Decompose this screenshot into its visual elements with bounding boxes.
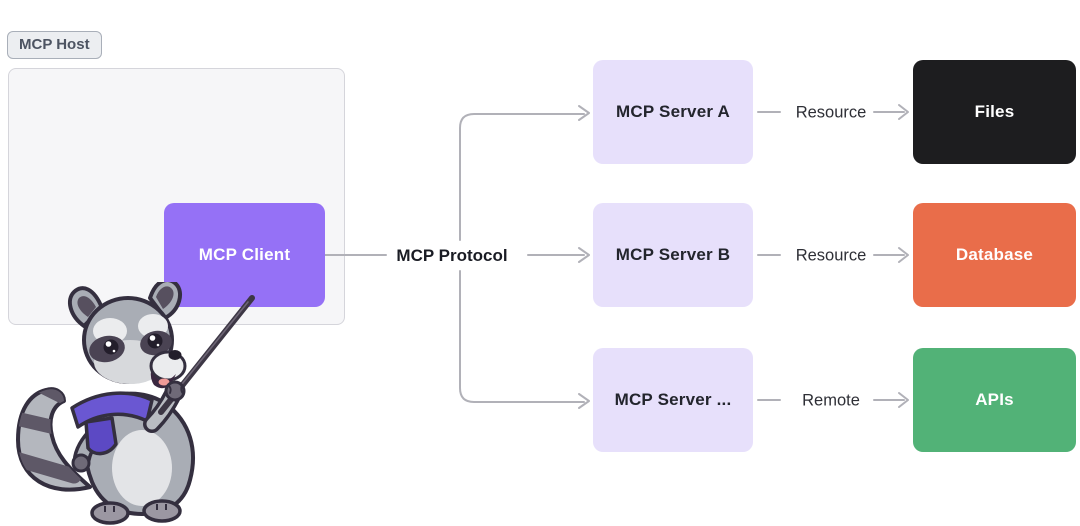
raccoon-belly [112,430,172,506]
files-box: Files [913,60,1076,164]
raccoon-scarf [70,391,154,456]
arrow-to-server-b [527,247,590,263]
raccoon-eyes [103,333,163,355]
raccoon-right-paw [164,380,186,402]
server-box-a: MCP Server A [593,60,753,164]
raccoon-body [83,391,195,517]
apis-box: APIs [913,348,1076,452]
mcp-protocol-label: MCP Protocol [396,246,508,265]
raccoon-tail [16,387,92,492]
raccoon-right-arm [143,385,182,433]
arrow-to-server-a [459,105,590,241]
link-label-remote: Remote [802,391,860,410]
raccoon-left-arm [71,421,109,473]
raccoon-mouth [150,372,176,389]
server-box-b: MCP Server B [593,203,753,307]
database-box: Database [913,203,1076,307]
link-label-resource-2: Resource [795,246,867,265]
mcp-host-chip: MCP Host [7,31,102,59]
raccoon-nose [168,350,182,360]
server-box-c: MCP Server ... [593,348,753,452]
arrow-to-server-c [459,270,590,409]
link-label-resource-1: Resource [795,103,867,122]
raccoon-feet [90,499,182,525]
mcp-client-box: MCP Client [164,203,325,307]
